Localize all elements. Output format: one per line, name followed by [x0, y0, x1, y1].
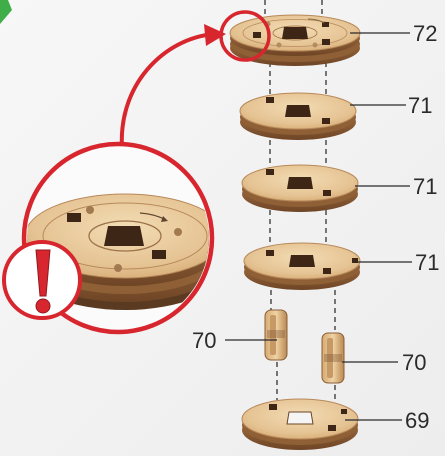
callout-arrow-icon [119, 24, 226, 149]
highlight-circle [219, 10, 271, 62]
label-part-70-left: 70 [192, 328, 216, 353]
guide-lines [264, 0, 336, 405]
label-part-70-right: 70 [402, 350, 426, 375]
label-part-71-c: 71 [415, 250, 439, 275]
part-70-peg-right [321, 332, 345, 384]
exclamation-warning-icon [2, 240, 82, 320]
part-71-disk-b [241, 164, 359, 212]
part-70-peg-left [264, 309, 288, 361]
leader-lines [225, 32, 412, 421]
label-part-71-a: 71 [408, 93, 432, 118]
green-corner-accent [0, 0, 12, 24]
label-part-72: 72 [413, 21, 437, 46]
label-part-71-b: 71 [413, 174, 437, 199]
part-71-disk-a [239, 92, 357, 140]
label-part-69: 69 [405, 408, 429, 433]
part-69-disk [241, 398, 359, 450]
part-71-disk-c [243, 242, 361, 290]
